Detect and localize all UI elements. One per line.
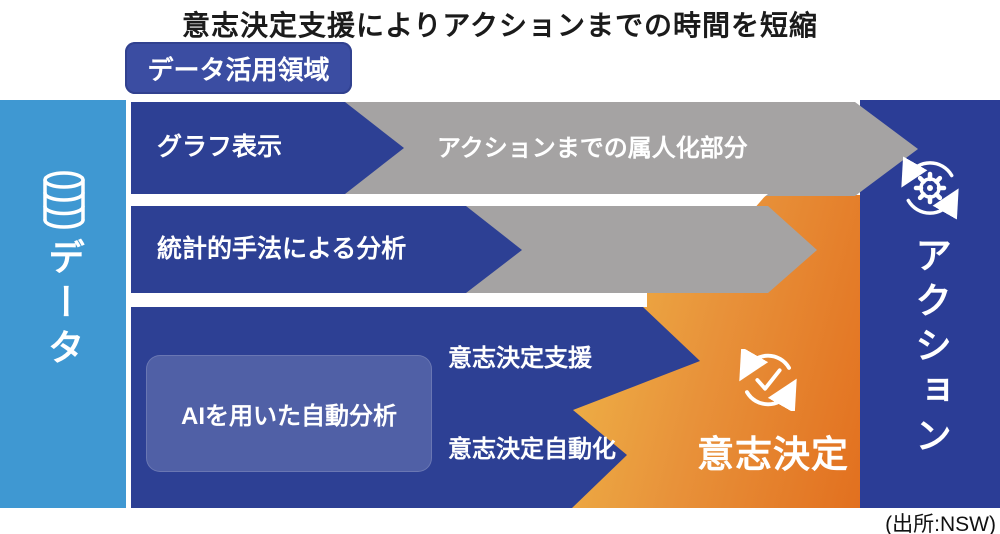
source-note: (出所:NSW) [885,513,996,534]
blue-arrow-graph-display [131,102,404,194]
data-column-label: データ [42,238,84,373]
action-column-label: アクション [909,236,951,461]
page-title: 意志決定支援によりアクションまでの時間を短縮 [181,10,819,41]
row-gap-2 [131,293,647,307]
data-utilization-badge: データ活用領域 [125,42,352,94]
gray-arrow-row1 [340,102,918,196]
data-column-label-wrap: データ [0,238,126,508]
personalized-part-label: アクションまでの属人化部分 [437,135,748,162]
decision-label: 意志決定 [697,434,849,475]
decision-support-label: 意志決定支援 [448,345,592,372]
graph-display-label: グラフ表示 [157,133,283,161]
ai-analysis-label: AIを用いた自動分析 [181,403,397,430]
data-column [0,100,126,508]
check-sync-icon [739,349,797,411]
decision-automation-label: 意志決定自動化 [448,436,616,463]
blue-arrow-statistical-analysis [131,206,522,293]
statistical-analysis-label: 統計的手法による分析 [157,235,407,263]
database-icon [43,171,85,229]
badge-label: データ活用領域 [147,54,330,85]
row-gap-1 [131,194,768,207]
action-column-label-wrap: アクション [860,236,1000,496]
gear-sync-icon [901,156,959,220]
ai-analysis-box: AIを用いた自動分析 [146,355,432,472]
